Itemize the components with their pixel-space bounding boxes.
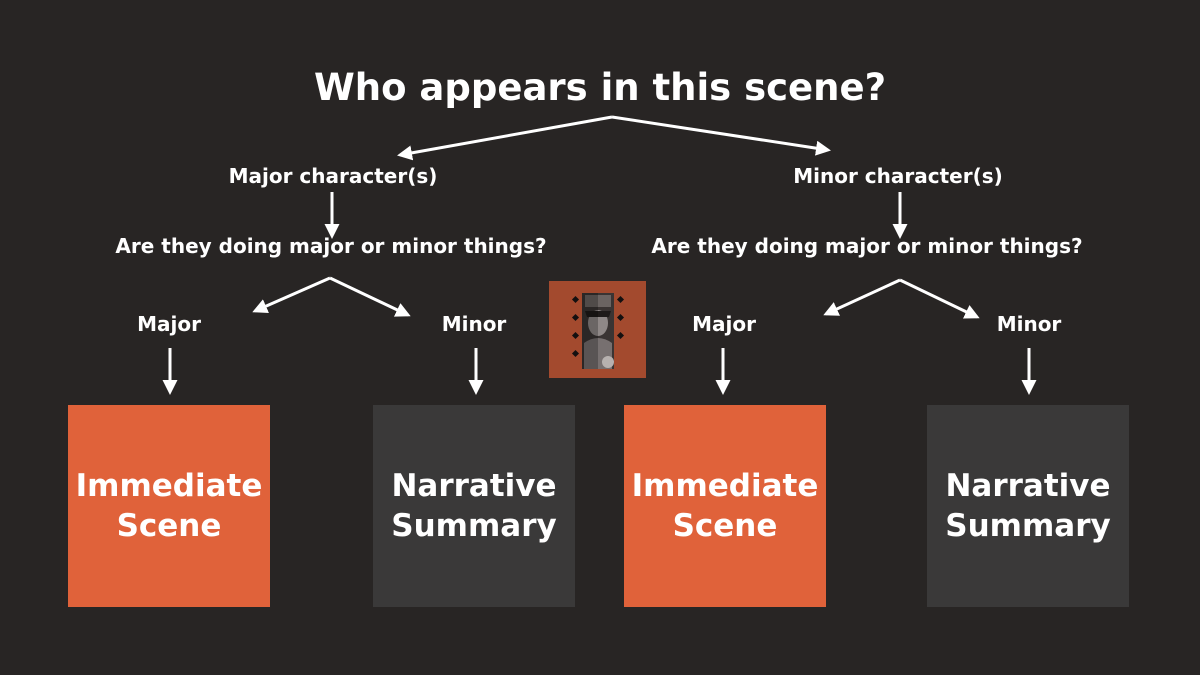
option-right-major: Major xyxy=(692,312,756,336)
arrow-left-to-minor xyxy=(329,276,411,317)
option-left-major: Major xyxy=(137,312,201,336)
result-box-narrative-summary-2: Narrative Summary xyxy=(927,405,1129,607)
result-box-immediate-scene-1: Immediate Scene xyxy=(68,405,270,607)
sub-question-left: Are they doing major or minor things? xyxy=(115,234,547,258)
arrow-right-to-minor xyxy=(899,278,980,319)
main-question: Who appears in this scene? xyxy=(313,66,887,109)
arrow-left-to-major xyxy=(252,276,331,314)
option-right-minor: Minor xyxy=(996,312,1062,336)
arrow-to-minor-characters xyxy=(611,115,831,156)
portrait-logo-icon xyxy=(549,281,646,378)
result-text: Immediate Scene xyxy=(631,467,819,544)
arrow-right-to-major xyxy=(823,278,901,316)
arrow-to-major-characters xyxy=(397,115,613,161)
result-text: Narrative Summary xyxy=(945,467,1111,544)
result-text: Narrative Summary xyxy=(391,467,557,544)
option-left-minor: Minor xyxy=(441,312,507,336)
branch-minor-characters: Minor character(s) xyxy=(793,164,1003,188)
sub-question-right: Are they doing major or minor things? xyxy=(651,234,1083,258)
result-text: Immediate Scene xyxy=(75,467,263,544)
result-box-narrative-summary-1: Narrative Summary xyxy=(373,405,575,607)
result-box-immediate-scene-2: Immediate Scene xyxy=(624,405,826,607)
branch-major-characters: Major character(s) xyxy=(228,164,438,188)
